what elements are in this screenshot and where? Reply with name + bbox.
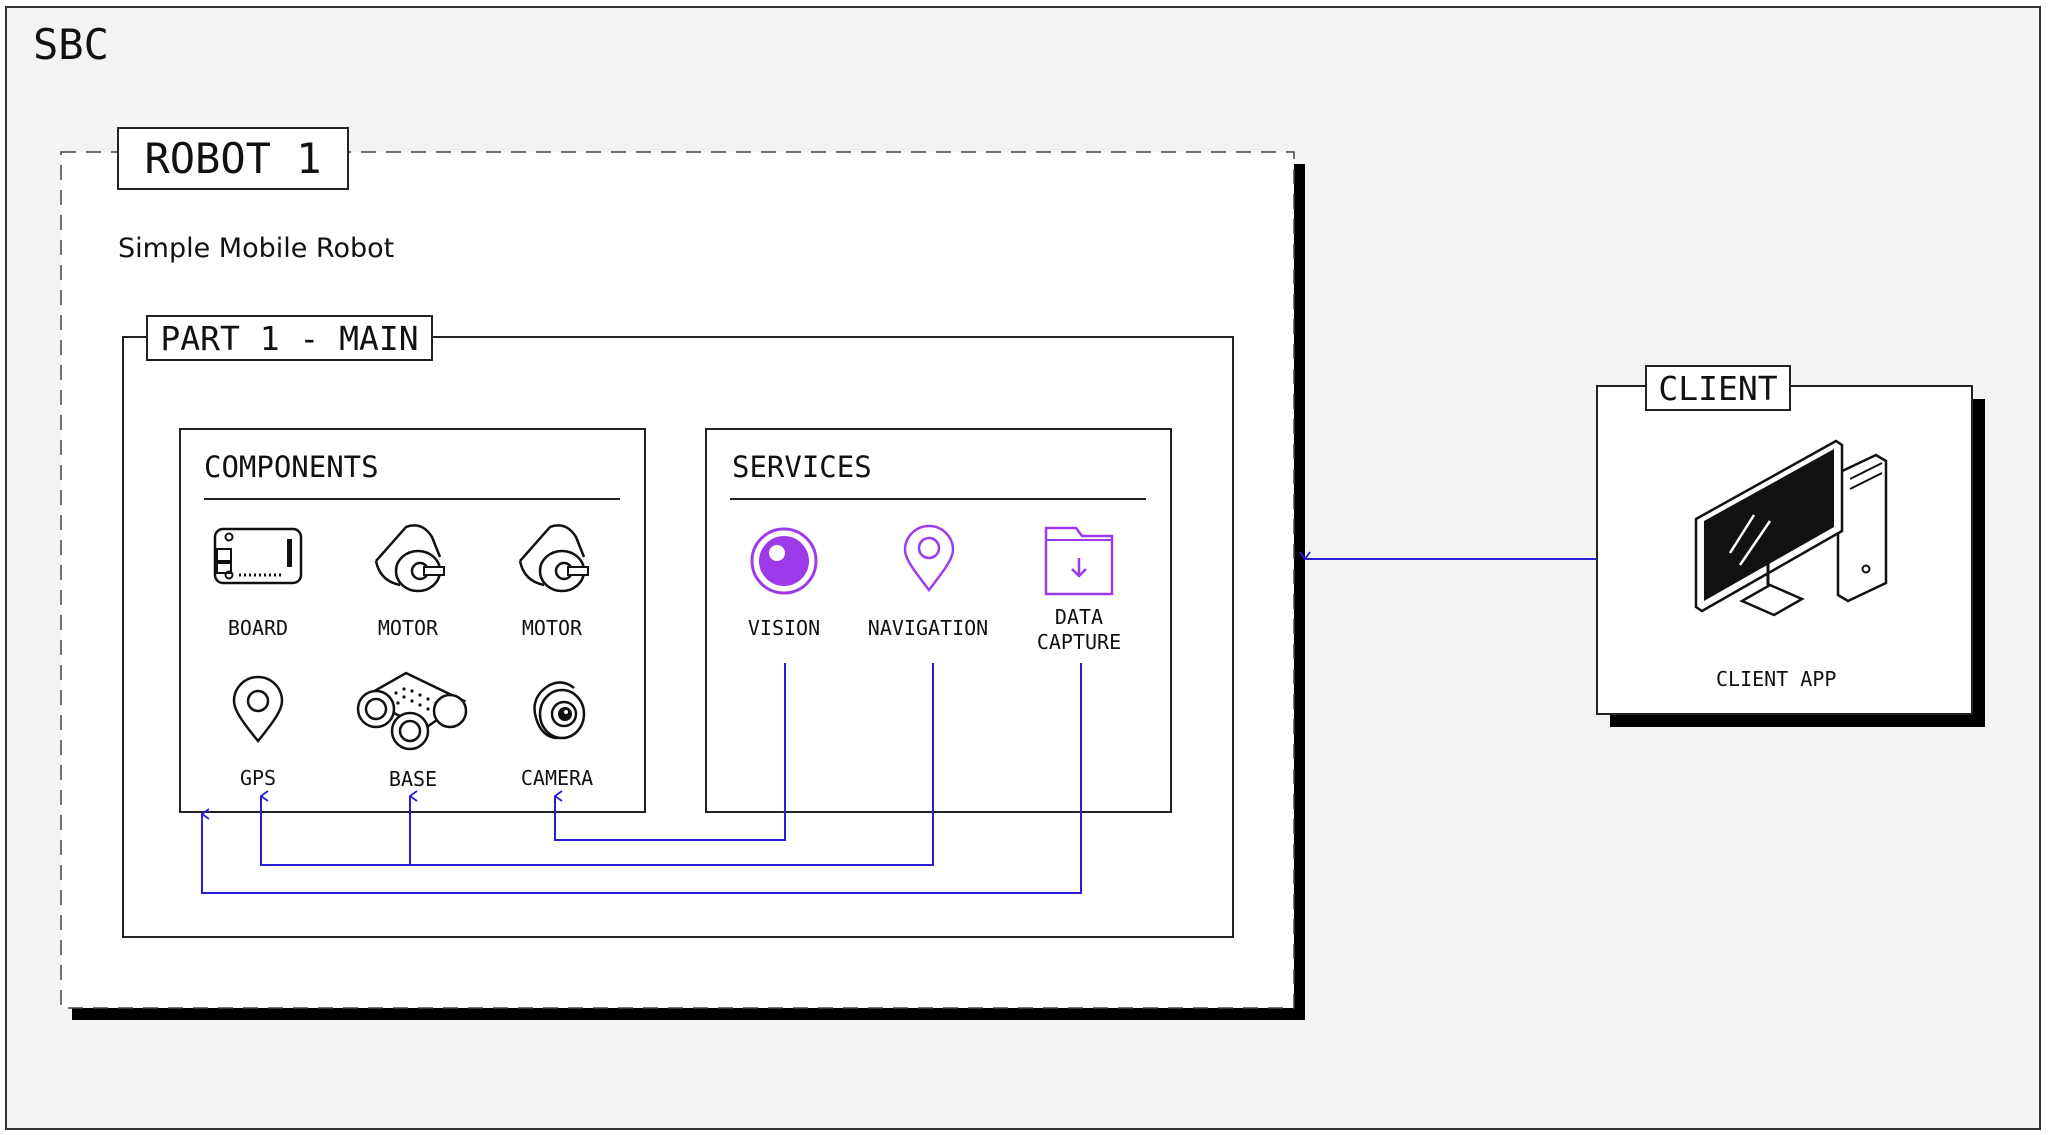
connector-datacapture-components — [201, 663, 1082, 894]
client-title-tag: CLIENT — [1645, 365, 1791, 411]
computer-icon — [1694, 439, 1888, 617]
part-title: PART 1 - MAIN — [160, 318, 419, 358]
client-app-label: CLIENT APP — [1716, 667, 1837, 691]
components-title: COMPONENTS — [204, 450, 379, 484]
component-label-board: BOARD — [227, 616, 289, 640]
client-title: CLIENT — [1658, 368, 1778, 408]
sbc-title: SBC — [33, 20, 109, 69]
component-label-base: BASE — [388, 767, 438, 791]
robot-title-tag: ROBOT 1 — [117, 127, 349, 190]
vision-icon — [750, 527, 818, 595]
services-title: SERVICES — [732, 450, 872, 484]
navigation-icon — [903, 524, 955, 593]
robot-subtitle: Simple Mobile Robot — [118, 233, 395, 264]
connector-vision-camera — [554, 663, 786, 841]
service-label-vision: VISION — [747, 616, 821, 640]
motor-icon — [518, 524, 589, 593]
base-icon — [356, 671, 468, 751]
services-box — [705, 428, 1172, 813]
gps-icon — [232, 675, 284, 743]
service-label-data-capture: DATA CAPTURE — [1036, 605, 1122, 654]
robot-title: ROBOT 1 — [144, 134, 322, 183]
board-icon — [213, 527, 303, 585]
component-label-gps: GPS — [239, 766, 277, 790]
component-label-camera: CAMERA — [520, 766, 594, 790]
part-title-tag: PART 1 - MAIN — [146, 315, 433, 361]
component-label-motor-1: MOTOR — [377, 616, 439, 640]
component-label-motor-2: MOTOR — [521, 616, 583, 640]
service-label-navigation: NAVIGATION — [867, 616, 989, 640]
motor-icon — [374, 524, 445, 593]
data-capture-icon — [1044, 526, 1114, 596]
connector-navigation-gps — [260, 663, 934, 866]
camera-icon — [533, 681, 586, 740]
